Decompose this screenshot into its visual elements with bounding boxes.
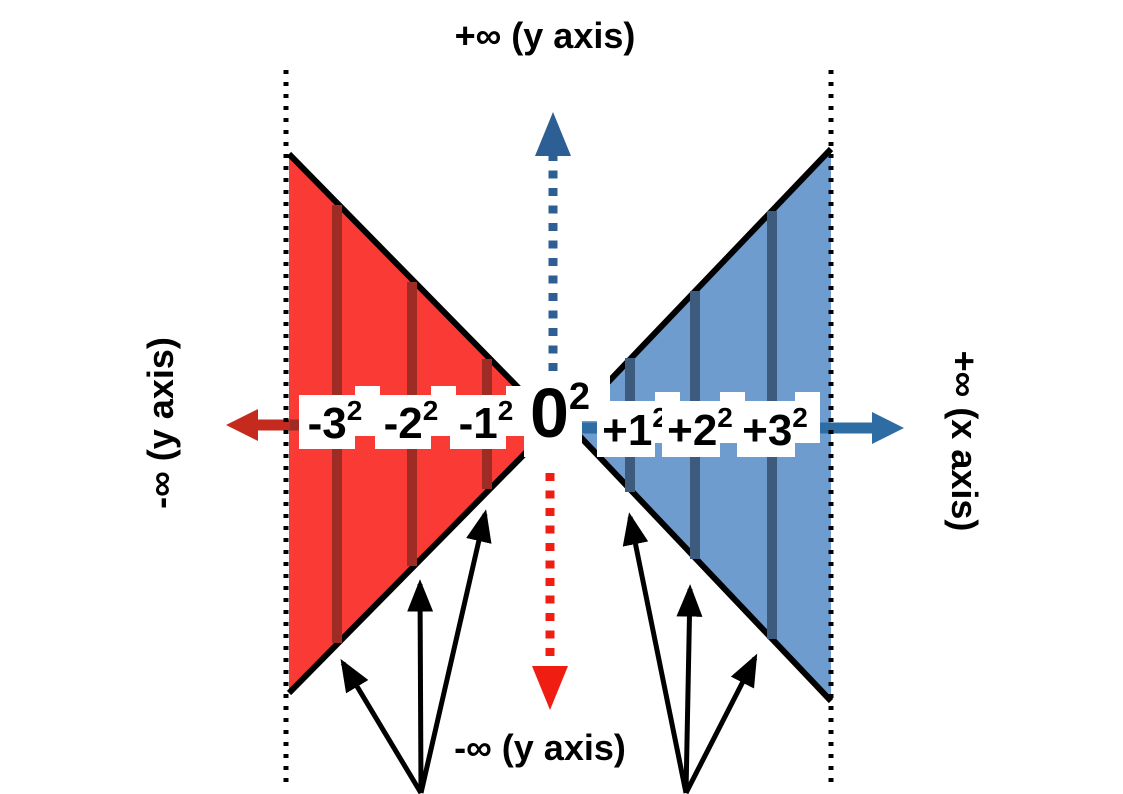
- annotation-arrow-pos-2: [676, 584, 703, 794]
- svg-text:-22: -22: [384, 395, 439, 448]
- y-axis-up-arrowhead-icon: [535, 112, 571, 156]
- blue-upper-edge: [567, 146, 834, 425]
- tick-zero: 02: [524, 363, 610, 457]
- x-axis-negative-arrowhead-icon: [226, 409, 258, 441]
- svg-text:02: 02: [530, 374, 590, 452]
- tick-neg-1: -12: [450, 386, 531, 449]
- tick-pos-2: +22: [662, 392, 745, 457]
- tick-pos-3: +32: [737, 392, 820, 457]
- red-upper-edge: [286, 151, 555, 425]
- x-axis-positive-arrowhead-icon: [872, 412, 904, 444]
- bottom-axis-label: -∞ (y axis): [454, 727, 626, 768]
- right-axis-label: +∞ (x axis): [944, 351, 985, 532]
- annotation-arrow-pos-1: [622, 512, 689, 794]
- annotation-arrow-neg-3: [340, 658, 424, 794]
- annotation-arrow-neg-1: [418, 509, 492, 794]
- svg-text:+32: +32: [742, 402, 808, 455]
- y-axis-down-arrowhead-icon: [532, 666, 568, 710]
- svg-text:-12: -12: [459, 395, 514, 448]
- left-axis-label: -∞ (y axis): [140, 337, 181, 509]
- blue-lower-edge: [567, 423, 834, 704]
- tick-neg-2: -22: [375, 386, 456, 449]
- top-axis-label: +∞ (y axis): [455, 15, 636, 56]
- annotation-arrow-neg-2: [407, 579, 434, 794]
- annotation-arrow-pos-3: [683, 653, 758, 794]
- svg-text:-32: -32: [308, 395, 363, 448]
- red-lower-edge: [286, 423, 555, 696]
- svg-text:+22: +22: [667, 402, 733, 455]
